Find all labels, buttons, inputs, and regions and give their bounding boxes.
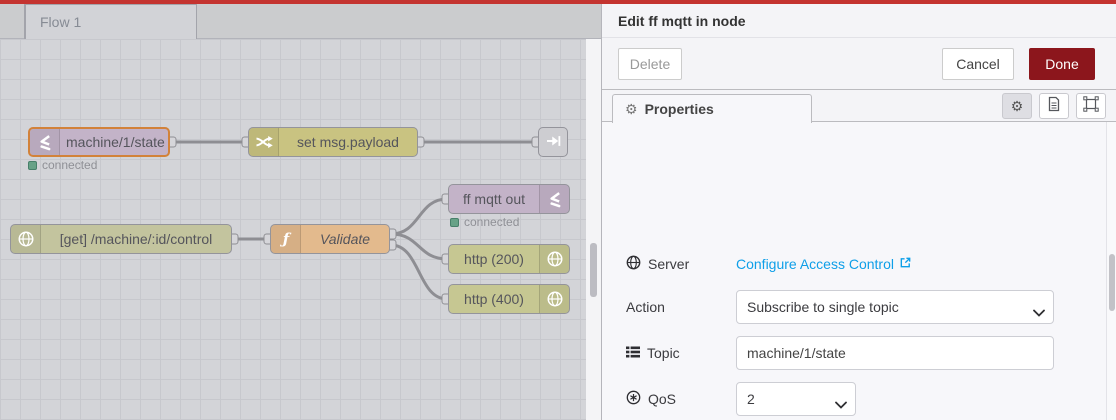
panel-title: Edit ff mqtt in node bbox=[602, 4, 1116, 38]
canvas-scrollbar bbox=[586, 39, 601, 420]
link-out-arrow-icon bbox=[544, 132, 562, 153]
status-text: connected bbox=[464, 215, 520, 229]
top-accent-bar bbox=[0, 0, 1116, 4]
qos-select[interactable]: 2 bbox=[736, 382, 856, 416]
flow-workspace: Flow 1 bbox=[0, 4, 601, 420]
topic-input[interactable] bbox=[736, 336, 1054, 370]
action-select[interactable]: Subscribe to single topic bbox=[736, 290, 1054, 324]
flow-tabbar: Flow 1 bbox=[0, 4, 601, 39]
chevron-down-icon bbox=[1033, 304, 1045, 320]
done-button[interactable]: Done bbox=[1029, 48, 1095, 80]
doc-icon bbox=[1047, 96, 1061, 117]
node-function-validate[interactable]: ƒ Validate bbox=[270, 224, 390, 254]
tab-stub bbox=[0, 4, 25, 39]
panel-toolbar: Delete Cancel Done bbox=[602, 38, 1116, 90]
status-dot-connected bbox=[450, 217, 459, 227]
node-http-in[interactable]: [get] /machine/:id/control bbox=[10, 224, 232, 254]
canvas-scrollbar-thumb[interactable] bbox=[590, 243, 597, 297]
edit-node-panel: Edit ff mqtt in node Delete Cancel Done … bbox=[601, 4, 1116, 420]
configure-access-control-link[interactable]: Configure Access Control bbox=[736, 256, 912, 272]
list-bars-icon bbox=[626, 345, 640, 361]
delete-button[interactable]: Delete bbox=[618, 48, 682, 80]
gear-icon: ⚙ bbox=[1010, 97, 1024, 114]
tab-label: Properties bbox=[644, 101, 714, 117]
node-change[interactable]: set msg.payload bbox=[248, 127, 418, 157]
external-link-icon bbox=[899, 256, 912, 272]
qos-label: QoS bbox=[626, 390, 736, 408]
node-link-out[interactable] bbox=[538, 127, 568, 157]
node-label: set msg.payload bbox=[297, 134, 399, 150]
globe-icon bbox=[626, 255, 641, 273]
node-label: Validate bbox=[319, 231, 371, 247]
flow-canvas[interactable]: machine/1/state connected set msg.payloa… bbox=[0, 39, 586, 420]
function-icon: ƒ bbox=[271, 225, 301, 253]
panel-tabrow: ⚙ Properties ⚙ bbox=[602, 90, 1116, 123]
server-label: Server bbox=[626, 255, 736, 273]
node-label: ff mqtt out bbox=[463, 191, 525, 207]
node-mqtt-out[interactable]: ff mqtt out bbox=[448, 184, 570, 214]
mqtt-in-status: connected bbox=[28, 158, 97, 172]
circled-asterisk-icon bbox=[626, 390, 641, 408]
globe-icon bbox=[539, 245, 569, 273]
node-http-response-200[interactable]: http (200) bbox=[448, 244, 570, 274]
tab-flow-1[interactable]: Flow 1 bbox=[25, 4, 197, 39]
status-text: connected bbox=[42, 158, 98, 172]
appearance-view-button[interactable] bbox=[1076, 93, 1106, 119]
node-mqtt-in[interactable]: machine/1/state bbox=[28, 127, 170, 157]
mqtt-icon bbox=[539, 185, 569, 213]
form-row-action: Action Subscribe to single topic bbox=[602, 287, 1054, 327]
mqtt-out-status: connected bbox=[450, 215, 519, 229]
cancel-button[interactable]: Cancel bbox=[942, 48, 1014, 80]
action-label: Action bbox=[626, 299, 665, 315]
topic-label: Topic bbox=[626, 345, 736, 361]
node-label: http (200) bbox=[464, 251, 524, 267]
panel-scrollbar-thumb[interactable] bbox=[1109, 254, 1115, 311]
status-dot-connected bbox=[28, 160, 37, 170]
chevron-down-icon bbox=[835, 396, 847, 412]
globe-icon bbox=[11, 225, 41, 253]
form-row-server: Server Configure Access Control bbox=[602, 244, 912, 284]
form-row-topic: Topic bbox=[602, 333, 1054, 373]
globe-icon bbox=[539, 285, 569, 313]
panel-scrollbar bbox=[1106, 122, 1116, 420]
shuffle-icon bbox=[249, 128, 279, 156]
description-view-button[interactable] bbox=[1039, 93, 1069, 119]
node-label: http (400) bbox=[464, 291, 524, 307]
node-label: machine/1/state bbox=[66, 134, 165, 150]
mqtt-icon bbox=[30, 129, 60, 155]
tab-properties[interactable]: ⚙ Properties bbox=[612, 94, 812, 123]
node-http-response-400[interactable]: http (400) bbox=[448, 284, 570, 314]
properties-view-button[interactable]: ⚙ bbox=[1002, 93, 1032, 119]
node-label: [get] /machine/:id/control bbox=[59, 231, 213, 247]
form-row-qos: QoS 2 bbox=[602, 379, 856, 419]
appearance-frame-icon bbox=[1083, 95, 1099, 117]
gear-icon: ⚙ bbox=[625, 100, 638, 117]
svg-text:ƒ: ƒ bbox=[279, 230, 291, 248]
